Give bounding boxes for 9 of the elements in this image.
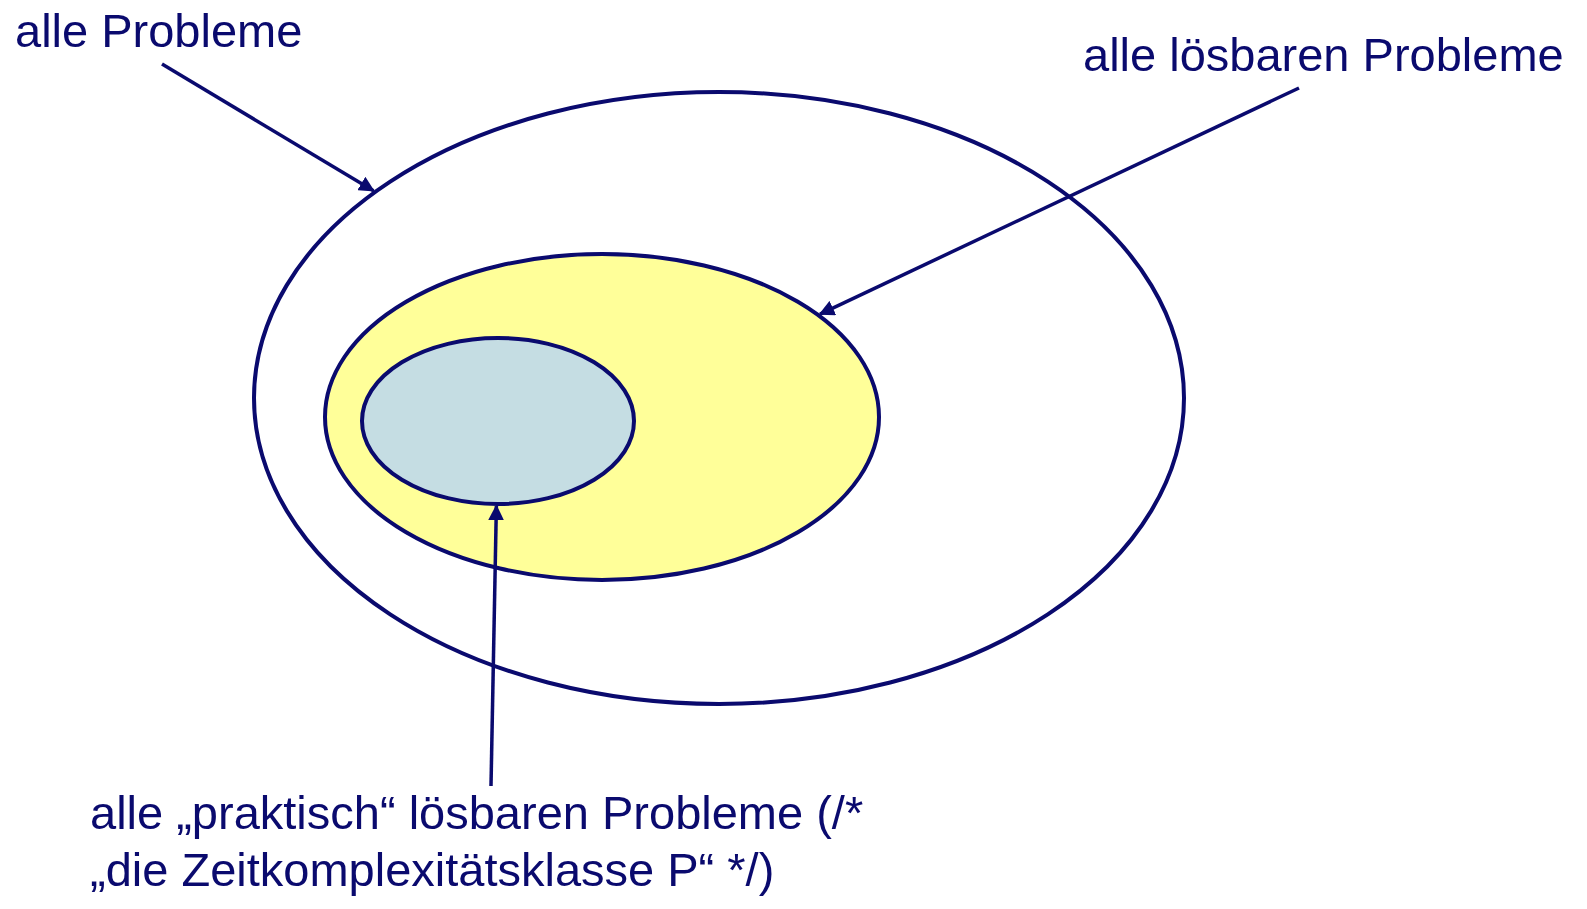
ellipse-region [360,336,636,506]
leader-arrow [818,86,1300,316]
set-label: alle Probleme [15,3,304,59]
leader-arrow [161,62,375,193]
ellipse-region [323,252,881,582]
set-label: alle „praktisch“ lösbaren Probleme (/* „die Zeitkomplexitätsklasse P“ */) [90,785,865,898]
set-label: alle lösbaren Probleme [1083,27,1565,83]
ellipse-region [252,90,1186,706]
leader-arrow [488,504,504,787]
